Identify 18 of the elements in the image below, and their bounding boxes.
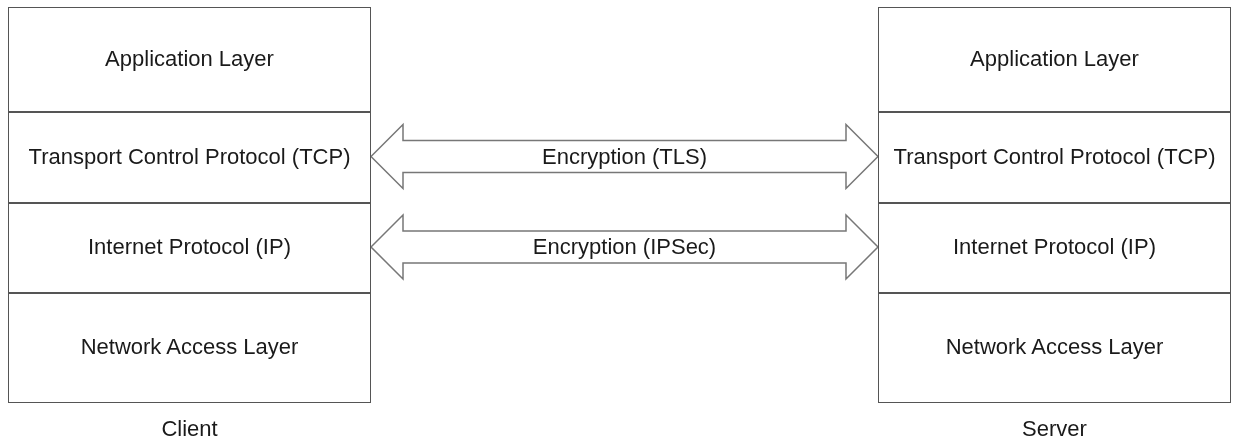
layer-label: Transport Control Protocol (TCP): [893, 142, 1216, 171]
layer-box: [878, 111, 1231, 204]
layer-box: [878, 202, 1231, 294]
stack-label: Client: [160, 415, 219, 442]
layer-label: Application Layer: [970, 45, 1139, 74]
layer-box: [878, 7, 1231, 113]
layer-box: [8, 292, 371, 403]
layer-label: Internet Protocol (IP): [953, 233, 1156, 262]
layer-box: [8, 111, 371, 204]
layer-label: Internet Protocol (IP): [88, 233, 291, 262]
layer-label: Network Access Layer: [80, 332, 299, 361]
layer-label: Transport Control Protocol (TCP): [28, 142, 351, 171]
layer-box: [8, 7, 371, 113]
layer-box: [8, 202, 371, 294]
layer-label: Network Access Layer: [945, 332, 1164, 361]
stack-label: Server: [1021, 415, 1088, 442]
layer-label: Application Layer: [105, 45, 274, 74]
layer-box: [878, 292, 1231, 403]
